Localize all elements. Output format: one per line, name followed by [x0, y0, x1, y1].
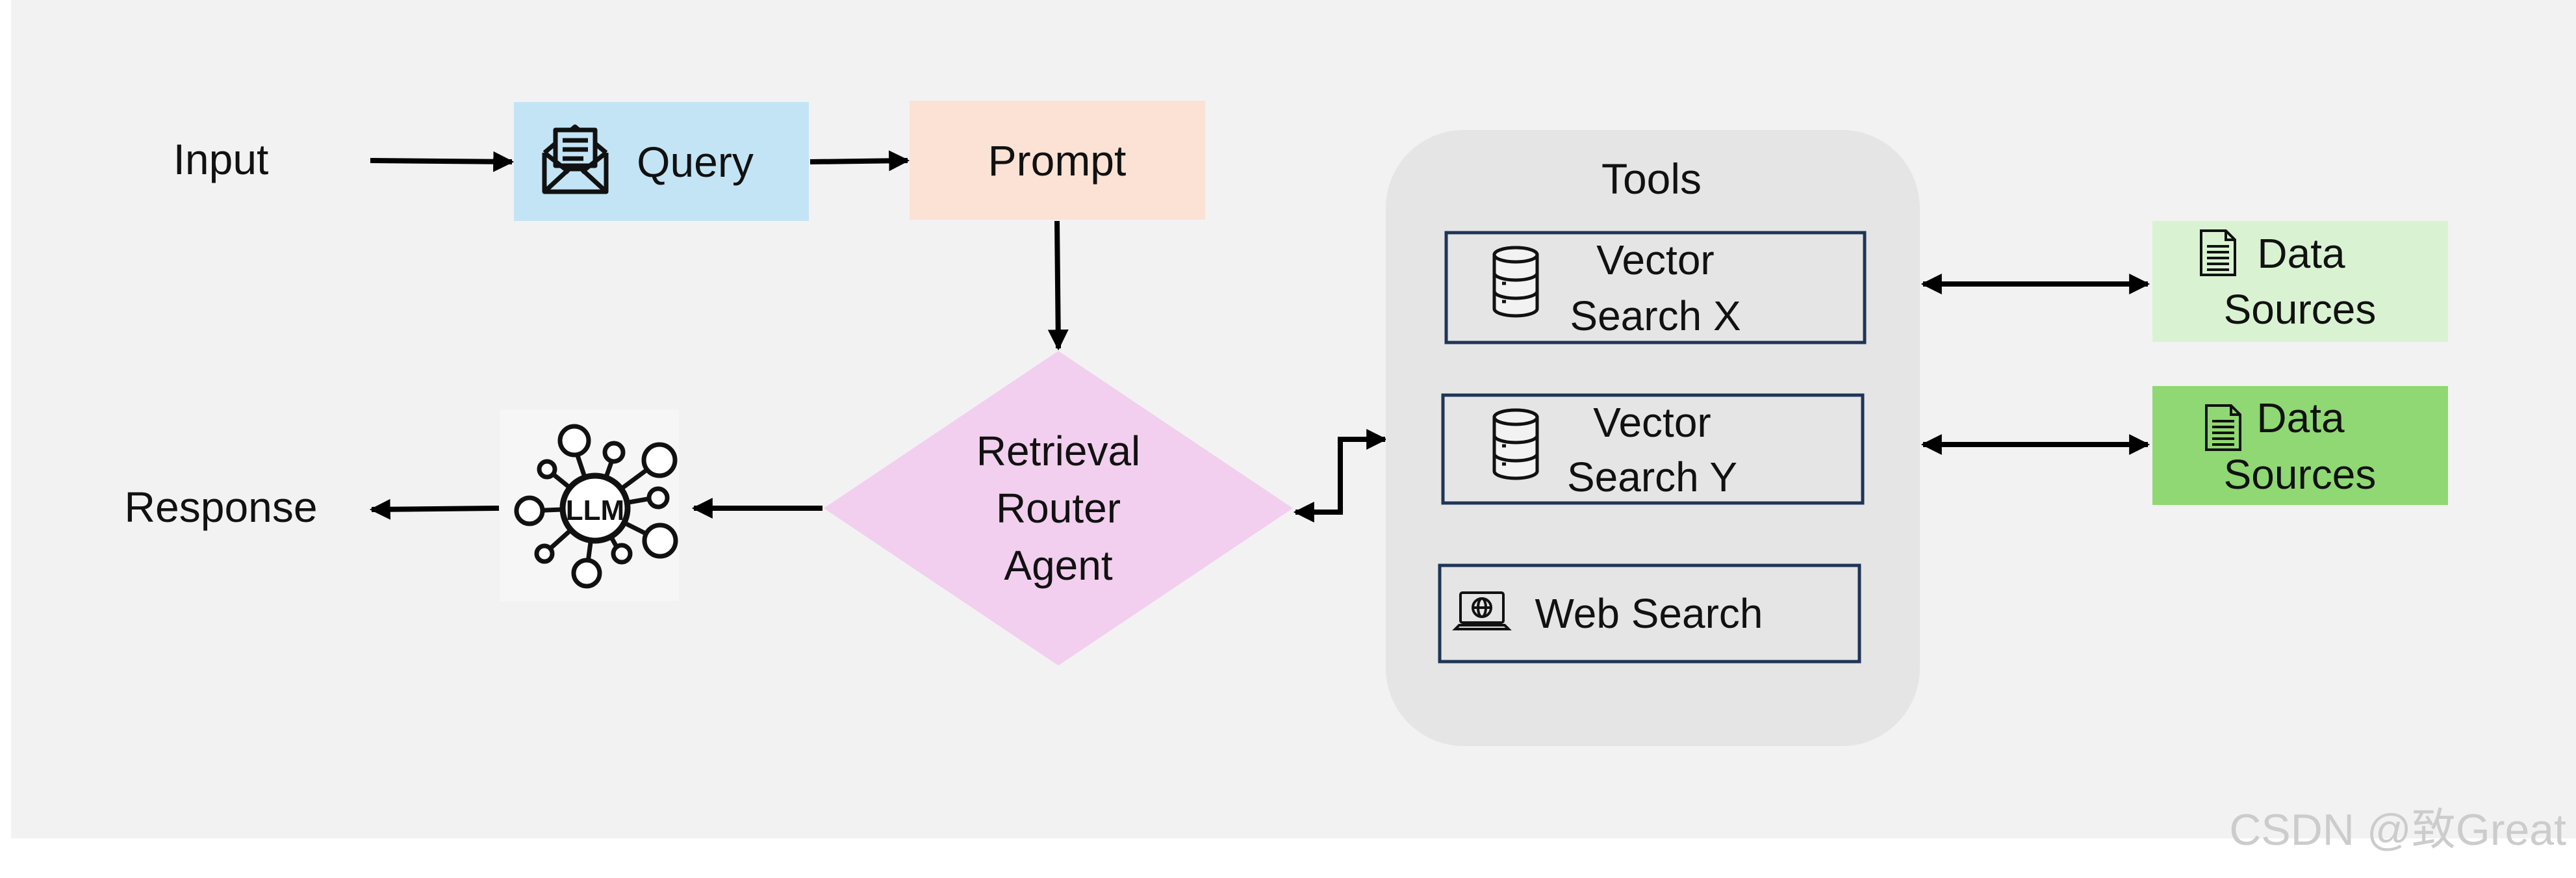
prompt-label: Prompt — [988, 136, 1127, 185]
vector-x-label-line2: Search X — [1570, 292, 1741, 339]
llm-network-icon: LLM — [500, 409, 679, 601]
query-node: Query — [514, 102, 809, 221]
router-agent-node: Retrieval Router Agent — [824, 351, 1293, 665]
router-label-line1: Retrieval — [976, 428, 1141, 474]
data-sources-1-line2: Sources — [2224, 286, 2377, 333]
database-icon — [1492, 408, 1539, 480]
llm-label: LLM — [566, 495, 624, 526]
vector-search-y-node: Vector Search Y — [1441, 393, 1865, 505]
arrow-query-to-prompt — [810, 150, 910, 172]
data-sources-1-node: Data Sources — [2152, 221, 2448, 342]
arrow-llm-to-response — [369, 498, 500, 520]
data-sources-2-node: Data Sources — [2152, 386, 2448, 505]
query-label: Query — [637, 138, 754, 186]
watermark: CSDN @致Great — [2229, 805, 2566, 855]
prompt-node: Prompt — [910, 101, 1205, 220]
web-search-node: Web Search — [1438, 563, 1861, 664]
arrow-prompt-to-router — [1047, 220, 1069, 351]
database-icon — [1492, 246, 1539, 318]
envelope-icon — [542, 124, 609, 194]
vector-x-label-line1: Vector — [1596, 237, 1714, 283]
data-sources-2-line2: Sources — [2224, 451, 2377, 498]
arrow-input-to-query — [370, 151, 515, 172]
router-label-line3: Agent — [1004, 542, 1112, 589]
tools-title: Tools — [1601, 155, 1702, 203]
vector-y-label-line2: Search Y — [1567, 454, 1737, 500]
arrow-router-tools — [1293, 429, 1388, 523]
vector-y-label-line1: Vector — [1593, 399, 1711, 446]
data-sources-2-line1: Data — [2256, 394, 2345, 441]
background-panel — [11, 0, 2576, 838]
vector-search-x-node: Vector Search X — [1444, 231, 1867, 344]
input-label: Input — [173, 135, 269, 183]
router-label-line2: Router — [996, 485, 1121, 532]
laptop-globe-icon — [1452, 591, 1512, 630]
document-icon — [2200, 229, 2236, 276]
data-sources-1-line1: Data — [2257, 230, 2345, 277]
web-search-label: Web Search — [1535, 590, 1763, 637]
document-icon — [2205, 404, 2241, 451]
response-label: Response — [124, 483, 317, 531]
